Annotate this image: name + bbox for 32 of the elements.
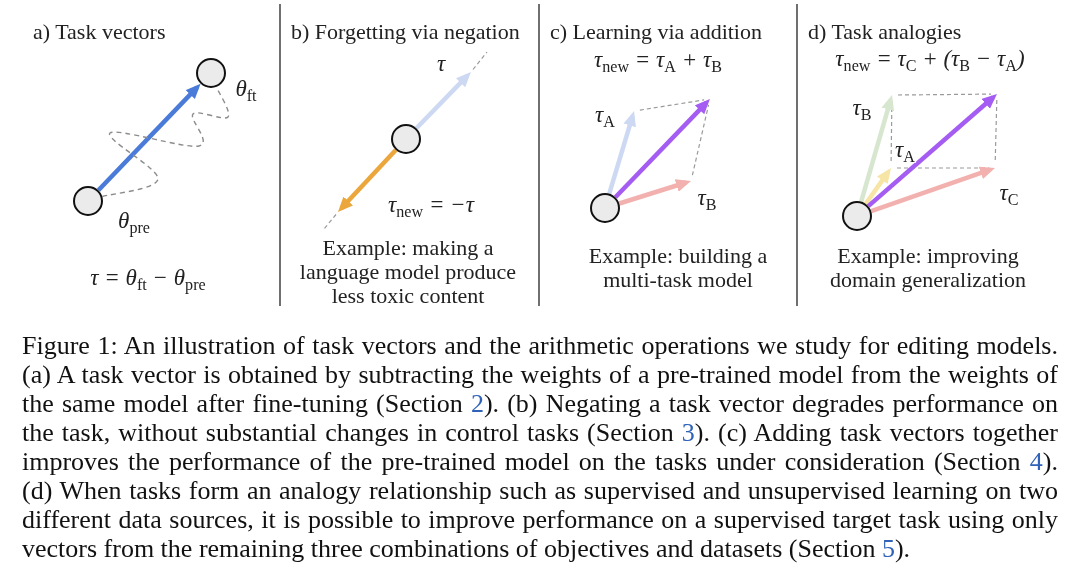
section-link: 2 xyxy=(470,389,484,418)
panel-title: a) Task vectors xyxy=(33,19,166,45)
section-link: 5 xyxy=(881,534,895,563)
point-circle xyxy=(196,58,226,88)
point-label: θ$_{pre}$ xyxy=(118,207,150,235)
figure-caption: Figure 1: An illustration of task vectors and the arithmetic operations we study for editing models. (a) A task vector is obtained by subtracting the weights of a pre-trained model from the weights of the same model after fine-tuning (Section 2). (b) Negating a task vector degrades performance on the task, without substantial changes in control tasks (Section 3). (c) Adding task vectors together improves the performance of the pre-trained model on the tasks under consideration (Section 4). (d) When tasks form an analogy relationship such as supervised and unsupervised learning on two different data sources, it is possible to improve performance on a supervised target task using only vectors from the remaining three combinations of objectives and datasets (Section 5). xyxy=(22,331,1058,563)
section-link: 4 xyxy=(1029,447,1043,476)
point-circle xyxy=(73,186,103,216)
formula: τ$_{new}$ = τ$_{A}$ + τ$_{B}$ xyxy=(594,46,722,74)
arrow xyxy=(414,72,471,130)
arrow xyxy=(607,111,636,195)
panel-title: b) Forgetting via negation xyxy=(291,19,520,45)
arrow xyxy=(618,179,691,206)
example-text: Example: improving domain generalization xyxy=(828,244,1028,292)
point-label: θ$_{ft}$ xyxy=(235,75,257,103)
point-circle xyxy=(842,201,872,231)
arrow xyxy=(338,148,398,212)
panel-title: c) Learning via addition xyxy=(550,19,762,45)
arrow xyxy=(96,83,201,192)
arrow xyxy=(863,168,891,206)
arrow xyxy=(613,99,710,199)
arrow xyxy=(866,94,997,208)
section-link: 3 xyxy=(681,418,695,447)
arrow xyxy=(870,166,995,214)
formula: τ = θ$_{ft}$ − θ$_{pre}$ xyxy=(90,264,206,292)
panel-title: d) Task analogies xyxy=(808,19,962,45)
example-text: Example: building a multi-task model xyxy=(587,244,769,292)
formula: τ$_{new}$ = τ$_{C}$ + (τ$_{B}$ − τ$_{A}$) xyxy=(835,45,1025,73)
point-circle xyxy=(391,124,421,154)
example-text: Example: making a language model produce less toxic content xyxy=(298,236,518,308)
point-circle xyxy=(590,193,620,223)
arrow xyxy=(859,95,895,203)
